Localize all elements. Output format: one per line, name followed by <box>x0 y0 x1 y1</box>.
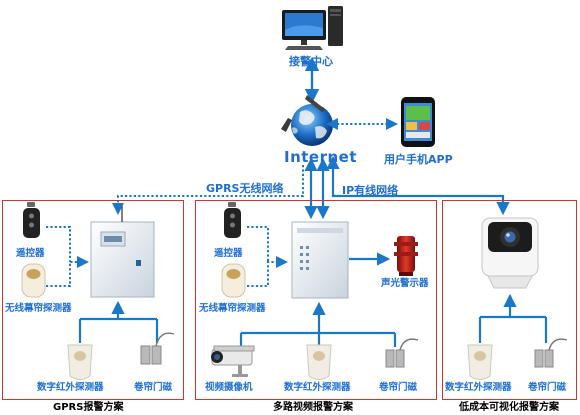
smartphone-icon <box>401 97 435 147</box>
remote-control-icon-1 <box>23 202 40 238</box>
door-contact-icon-3 <box>534 338 568 368</box>
gprs-alarm-host-icon <box>90 206 155 298</box>
remote-control-label-1: 遥控器 <box>16 248 45 259</box>
video-camera-label: 视频摄像机 <box>205 382 253 393</box>
door-contact-label-3: 卷帘门磁 <box>528 382 567 393</box>
door-contact-label-2: 卷帘门磁 <box>379 382 418 393</box>
section-frame-video <box>195 200 437 400</box>
pir-detector-icon-1 <box>67 344 93 380</box>
door-contact-icon-2 <box>385 338 419 368</box>
pir-detector-label-3: 数字红外探测器 <box>445 382 512 393</box>
door-contact-icon-1 <box>140 332 175 365</box>
pir-detector-icon-3 <box>467 344 493 380</box>
section-frame-gprs <box>2 200 184 400</box>
internet-label: Internet <box>284 148 358 166</box>
wifi-camera-icon <box>481 217 539 289</box>
pir-detector-label-1: 数字红外探测器 <box>37 382 104 393</box>
phone-app-label: 用户手机APP <box>384 153 453 166</box>
door-contact-label-1: 卷帘门磁 <box>134 382 173 393</box>
video-alarm-host-icon <box>291 221 349 299</box>
remote-control-label-2: 遥控器 <box>214 248 243 259</box>
section-title-lowcost: 低成本可视化报警方案 <box>459 402 559 413</box>
siren-icon <box>394 236 418 276</box>
section-title-gprs: GPRS报警方案 <box>53 402 124 413</box>
video-camera-icon <box>211 345 255 377</box>
curtain-detector-icon-1 <box>21 263 46 298</box>
gprs-network-label: GPRS无线网络 <box>206 182 284 195</box>
section-title-video: 多路视频报警方案 <box>273 402 353 413</box>
ip-network-label: IP有线网络 <box>342 184 399 197</box>
remote-control-icon-2 <box>224 202 241 238</box>
siren-label: 声光警示器 <box>381 278 429 289</box>
internet-globe-icon <box>281 95 333 146</box>
curtain-detector-label-2: 无线幕帘探测器 <box>199 303 266 314</box>
monitoring-center-label: 接警中心 <box>289 55 333 68</box>
curtain-detector-label-1: 无线幕帘探测器 <box>5 303 72 314</box>
pir-detector-icon-2 <box>306 344 332 380</box>
section-frame-lowcost <box>442 200 577 400</box>
curtain-detector-icon-2 <box>221 263 246 298</box>
computer-icon <box>282 6 343 50</box>
pir-detector-label-2: 数字红外探测器 <box>284 382 351 393</box>
